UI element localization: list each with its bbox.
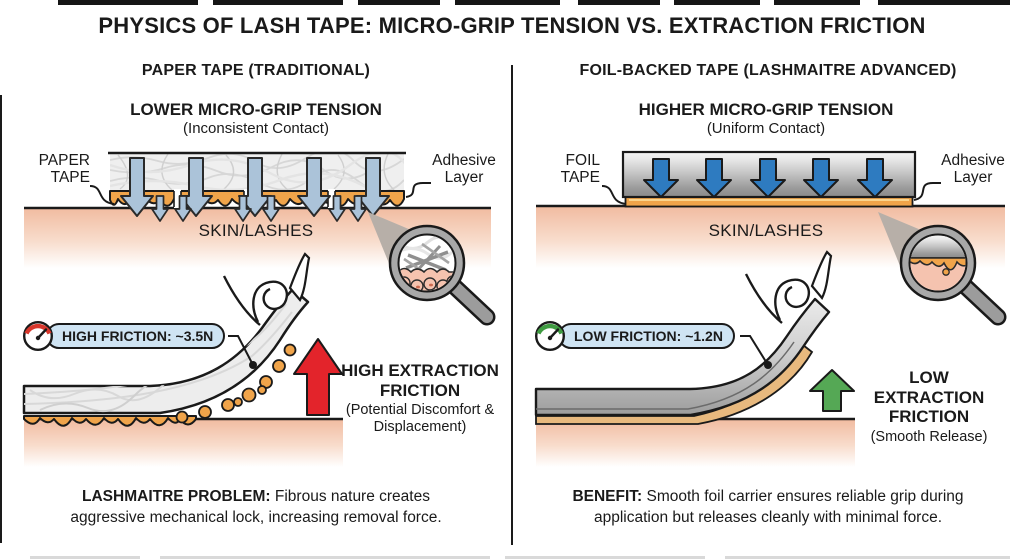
skin-lashes-label-right: SKIN/LASHES bbox=[708, 221, 824, 240]
peeling-foil-tape bbox=[534, 297, 831, 417]
cropped-text-artifact bbox=[725, 556, 1010, 559]
badge-leader-right bbox=[740, 335, 769, 366]
foil-inner-line bbox=[536, 341, 795, 410]
gauge-red-icon bbox=[22, 320, 54, 352]
high-extraction-title: HIGH EXTRACTION FRICTION bbox=[341, 361, 499, 400]
left-footnote-line1: Fibrous nature creates bbox=[270, 488, 430, 505]
adhesive-residue bbox=[23, 415, 197, 427]
cropped-text-artifact bbox=[160, 556, 490, 559]
adhesive-layer-label-right: Adhesive Layer bbox=[941, 152, 1005, 187]
adhesive-layer-label-left: Adhesive Layer bbox=[432, 152, 496, 187]
right-footnote: BENEFIT: Smooth foil carrier ensures rel… bbox=[523, 487, 1013, 529]
right-footnote-bold: BENEFIT: bbox=[572, 488, 643, 505]
cropped-text-artifact bbox=[58, 0, 198, 5]
paper-tape-leader-line bbox=[89, 185, 115, 205]
low-extraction-arrow bbox=[809, 369, 855, 412]
adhesive-gaps bbox=[173, 189, 336, 208]
adhesive-fringe bbox=[175, 343, 297, 424]
adhesive-layer-irregular bbox=[109, 189, 405, 209]
left-removal-diagram bbox=[22, 252, 343, 467]
cropped-text-artifact bbox=[774, 0, 860, 5]
adhesive-layer-uniform bbox=[624, 196, 914, 208]
left-footnote-line2: aggressive mechanical lock, increasing r… bbox=[70, 508, 442, 526]
foil-tape-label: FOIL TAPE bbox=[560, 152, 600, 187]
high-friction-label: HIGH FRICTION: ~3.5N bbox=[46, 323, 226, 349]
paper-tape-label: PAPER TAPE bbox=[38, 152, 90, 187]
low-friction-label: LOW FRICTION: ~1.2N bbox=[558, 323, 735, 349]
cropped-text-artifact bbox=[674, 0, 760, 5]
low-friction-badge: LOW FRICTION: ~1.2N bbox=[533, 320, 735, 352]
leader-dot bbox=[764, 361, 772, 369]
cropped-text-artifact bbox=[358, 0, 440, 5]
low-extraction-title: LOW EXTRACTION FRICTION bbox=[873, 368, 985, 427]
low-extraction-subtitle: (Smooth Release) bbox=[870, 428, 988, 445]
fingers-left bbox=[222, 252, 311, 326]
gauge-green-icon bbox=[534, 320, 566, 352]
left-footnote-bold: LASHMAITRE PROBLEM: bbox=[82, 488, 271, 505]
skin-lashes-label-left: SKIN/LASHES bbox=[198, 221, 314, 240]
skin-block bbox=[24, 419, 343, 467]
right-panel-heading: FOIL-BACKED TAPE (LASHMAITRE ADVANCED) bbox=[579, 62, 957, 79]
skin-block bbox=[536, 419, 855, 467]
fingers-right bbox=[744, 250, 833, 324]
micro-grip-arrows-left bbox=[151, 195, 367, 222]
cropped-text-artifact bbox=[455, 0, 560, 5]
low-extraction-text: LOW EXTRACTION FRICTION (Smooth Release) bbox=[853, 368, 1005, 446]
cropped-text-artifact bbox=[578, 0, 660, 5]
adhesive-backing bbox=[535, 343, 814, 425]
leader-dot bbox=[249, 361, 257, 369]
high-friction-badge: HIGH FRICTION: ~3.5N bbox=[21, 320, 226, 352]
cropped-text-artifact bbox=[213, 0, 343, 5]
right-tension-title: HIGHER MICRO-GRIP TENSION bbox=[638, 100, 894, 119]
high-extraction-text: HIGH EXTRACTION FRICTION (Potential Disc… bbox=[341, 361, 499, 437]
main-title: PHYSICS OF LASH TAPE: MICRO-GRIP TENSION… bbox=[98, 13, 926, 38]
high-extraction-subtitle: (Potential Discomfort & Displacement) bbox=[345, 402, 495, 436]
badge-leader-left bbox=[228, 335, 254, 366]
left-footnote: LASHMAITRE PROBLEM: Fibrous nature creat… bbox=[11, 487, 501, 529]
right-footnote-line1: Smooth foil carrier ensures reliable gri… bbox=[642, 488, 964, 505]
high-extraction-arrow bbox=[293, 338, 343, 416]
cropped-text-artifact bbox=[878, 0, 1010, 5]
cropped-text-artifact bbox=[505, 556, 705, 559]
right-tension-subtitle: (Uniform Contact) bbox=[706, 120, 826, 137]
pressure-arrows-left bbox=[120, 157, 390, 217]
pressure-arrows-right bbox=[643, 158, 893, 198]
right-removal-diagram bbox=[534, 250, 855, 467]
paper-tape-cross-section bbox=[108, 151, 406, 192]
left-panel-heading: PAPER TAPE (TRADITIONAL) bbox=[141, 62, 371, 79]
left-tension-subtitle: (Inconsistent Contact) bbox=[183, 120, 329, 137]
foil-tape-leader-line bbox=[601, 185, 627, 205]
right-footnote-line2: application but releases cleanly with mi… bbox=[593, 508, 943, 526]
foil-tape-cross-section bbox=[621, 150, 917, 199]
cropped-text-artifact bbox=[30, 556, 140, 559]
left-tension-title: LOWER MICRO-GRIP TENSION bbox=[130, 100, 382, 119]
left-edge-line bbox=[0, 95, 2, 543]
panel-divider-line bbox=[511, 65, 513, 545]
